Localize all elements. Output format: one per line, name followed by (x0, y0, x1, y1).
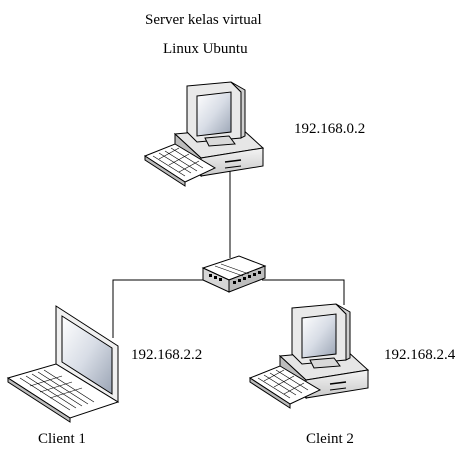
server-title-line2: Linux Ubuntu (163, 41, 248, 57)
desktop-computer-icon (248, 303, 370, 409)
network-switch-icon (201, 255, 267, 293)
link-switch-client2 (262, 279, 345, 305)
client1-ip-label: 192.168.2.2 (131, 347, 203, 363)
connections (112, 160, 345, 338)
client2-name-label: Cleint 2 (306, 431, 354, 447)
link-switch-client1 (112, 279, 205, 338)
client1-name-label: Client 1 (38, 431, 86, 447)
server-ip-label: 192.168.0.2 (294, 121, 366, 137)
laptop-icon (6, 305, 120, 423)
desktop-computer-icon (143, 81, 265, 187)
server-title-line1: Server kelas virtual (145, 12, 262, 28)
client2-ip-label: 192.168.2.4 (384, 347, 456, 363)
